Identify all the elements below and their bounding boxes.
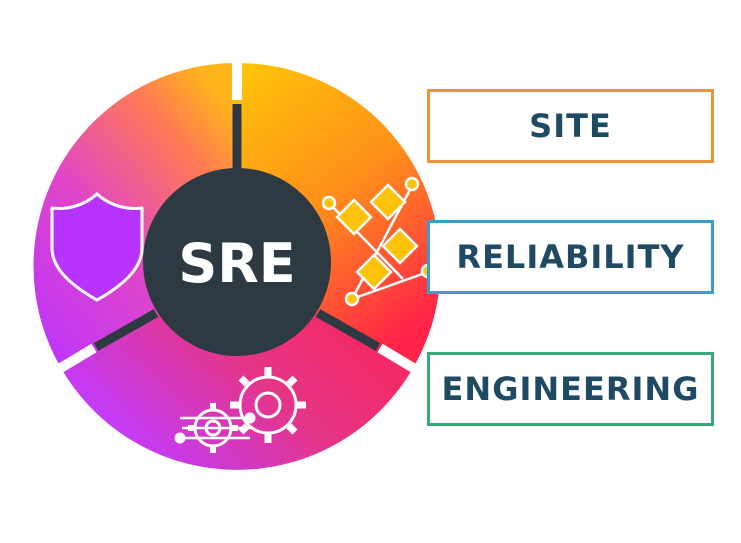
flowchart-icon — [321, 176, 436, 307]
spoke-left — [93, 309, 159, 351]
label-engineering: ENGINEERING — [441, 370, 700, 408]
label-reliability: RELIABILITY — [456, 238, 685, 276]
center-label: SRE — [178, 232, 295, 295]
spoke-right — [315, 309, 381, 351]
gap-right — [377, 343, 423, 377]
label-box-site: SITE — [427, 89, 714, 163]
segment-bottom — [61, 266, 413, 470]
label-site: SITE — [529, 107, 612, 145]
label-box-engineering: ENGINEERING — [427, 352, 714, 426]
hub — [143, 168, 331, 356]
shield-icon — [50, 192, 144, 302]
gap-left — [51, 343, 97, 377]
gears-icon — [174, 367, 306, 453]
label-box-reliability: RELIABILITY — [427, 220, 714, 294]
